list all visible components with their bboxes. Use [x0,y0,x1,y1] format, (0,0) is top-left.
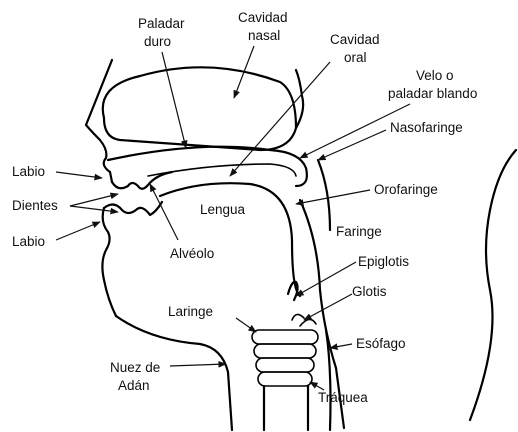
label-nuez-de-adan: Nuez de Adán [110,360,160,393]
label-epiglotis: Epiglotis [358,254,409,269]
arrow-dientes-2 [70,206,118,212]
svg-text:oral: oral [344,50,367,65]
label-orofaringe: Orofaringe [374,182,438,197]
label-laringe: Laringe [168,304,213,319]
arrow-labio-superior [56,172,102,178]
arrow-glotis [304,294,352,320]
label-glotis: Glotis [352,284,387,299]
arrow-paladar-duro [162,52,186,148]
svg-text:Adán: Adán [118,378,150,393]
label-labio-inferior: Labio [12,234,45,249]
arrow-esofago [330,344,352,348]
svg-text:nasal: nasal [248,28,280,43]
svg-text:Paladar: Paladar [138,16,185,31]
label-cavidad-nasal: Cavidad nasal [238,10,288,43]
label-faringe: Faringe [336,224,382,239]
svg-text:duro: duro [144,34,171,49]
label-alveolo: Alvéolo [170,246,214,261]
svg-text:Velo o: Velo o [416,68,454,83]
arrow-cavidad-nasal [234,46,254,98]
arrow-laringe [236,318,256,332]
label-dientes: Dientes [12,198,58,213]
arrow-cavidad-oral [230,62,330,176]
svg-text:Nuez de: Nuez de [110,360,160,375]
label-nasofaringe: Nasofaringe [390,120,463,135]
label-esofago: Esófago [356,336,406,351]
label-traquea: Tráquea [318,390,368,405]
arrow-orofaringe [296,190,370,204]
svg-text:Cavidad: Cavidad [238,10,288,25]
arrow-traquea [310,382,324,390]
arrow-nuez-de-adan [170,364,226,366]
label-velo: Velo o paladar blando [388,68,477,101]
label-paladar-duro: Paladar duro [138,16,185,49]
label-cavidad-oral: Cavidad oral [330,32,380,65]
label-lengua: Lengua [200,202,246,217]
svg-text:Cavidad: Cavidad [330,32,380,47]
svg-text:paladar blando: paladar blando [388,86,477,101]
arrow-epiglotis [296,262,356,296]
arrow-nasofaringe [318,130,386,160]
arrow-labio-inferior [56,222,100,240]
label-labio-superior: Labio [12,164,45,179]
